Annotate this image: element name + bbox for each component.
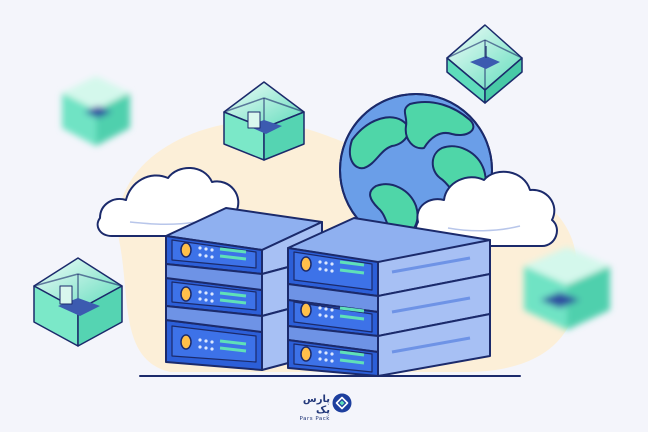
- server-tower-right: [287, 217, 491, 377]
- blurred-cube-right: [524, 247, 610, 330]
- cube-top-right: [446, 24, 523, 104]
- cube-center: [223, 81, 305, 161]
- server-unit-left-2: [165, 257, 323, 317]
- blurred-cube-top-left: [62, 76, 130, 146]
- logo-text: پارس پک Pars Pack: [292, 394, 330, 423]
- cube-left: [33, 257, 123, 347]
- server-unit-right-2: [287, 273, 491, 337]
- parspack-logo-icon: [332, 393, 352, 413]
- server-unit-right-3: [287, 313, 491, 377]
- logo-name-fa: پارس پک: [302, 394, 330, 416]
- parspack-logo: پارس پک Pars Pack: [292, 392, 356, 422]
- logo-name-en: Pars Pack: [299, 416, 330, 422]
- server-unit-right-1: [287, 217, 491, 297]
